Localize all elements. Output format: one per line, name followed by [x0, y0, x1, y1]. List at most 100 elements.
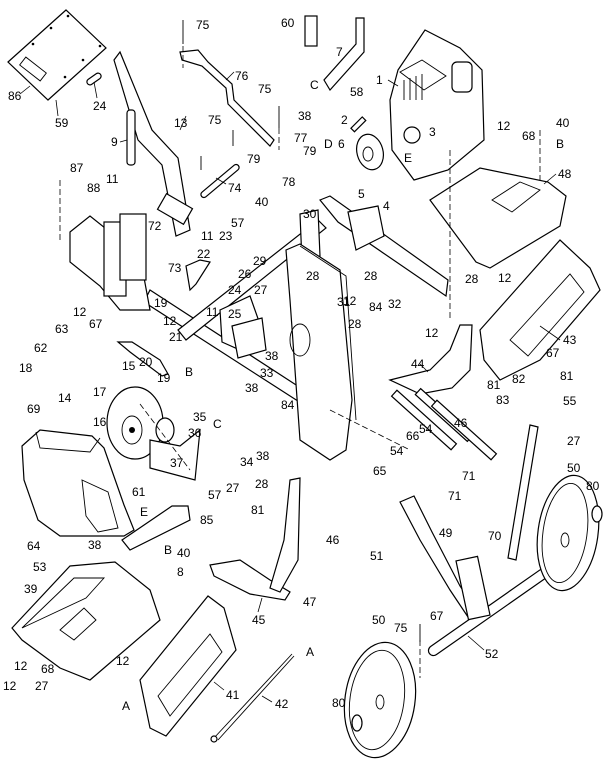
callout-41: 41 [226, 688, 240, 702]
callout-42: 42 [275, 697, 289, 711]
callout-33: 33 [260, 366, 274, 380]
part-52-axle [399, 495, 554, 657]
part-43-side-shield [479, 239, 601, 381]
callout-22: 22 [197, 247, 211, 261]
callout-12d: 12 [425, 326, 439, 340]
callout-8: 8 [177, 565, 184, 579]
callout-15: 15 [122, 359, 136, 373]
callout-31: 31 [337, 295, 351, 309]
callout-71a: 71 [462, 469, 476, 483]
callout-11c: 11 [206, 305, 219, 319]
callout-labels: 1 2 3 4 5 6 7 8 9 11 11 11 12 12 12 12 1… [3, 16, 600, 711]
part-59-plate [7, 9, 107, 101]
callout-24b: 24 [228, 283, 242, 297]
callout-87: 87 [70, 161, 84, 175]
part-22-bracket [185, 259, 211, 292]
transmission-bracket [69, 213, 151, 311]
callout-40c: 40 [177, 546, 191, 560]
callout-20: 20 [139, 355, 153, 369]
callout-80b: 80 [586, 479, 600, 493]
callout-68b: 68 [41, 662, 55, 676]
callout-75c: 75 [208, 113, 222, 127]
callout-63: 63 [55, 322, 69, 336]
callout-86: 86 [8, 89, 22, 103]
callout-57b: 57 [208, 488, 222, 502]
part-45-tine [209, 477, 301, 601]
callout-83: 83 [496, 393, 510, 407]
callout-81a: 81 [251, 503, 265, 517]
part-85-bracket [121, 505, 191, 551]
part-42-rod [210, 653, 295, 743]
callout-38e: 38 [88, 538, 102, 552]
ref-E2: E [140, 505, 148, 519]
callout-51: 51 [370, 549, 384, 563]
callout-54b: 54 [390, 444, 404, 458]
callout-30: 30 [303, 207, 317, 221]
callout-39: 39 [24, 582, 38, 596]
callout-58: 58 [350, 85, 364, 99]
callout-21: 21 [169, 330, 183, 344]
ref-B3: B [164, 543, 172, 557]
part-39-rear-hood [11, 561, 161, 681]
callout-49: 49 [439, 526, 453, 540]
part-64-belt-cover [21, 429, 135, 537]
callout-54a: 54 [419, 422, 433, 436]
callout-14: 14 [58, 391, 72, 405]
callout-67b: 67 [546, 346, 560, 360]
callout-19b: 19 [157, 371, 171, 385]
callout-27a: 27 [254, 283, 268, 297]
ref-E1: E [404, 151, 412, 165]
depth-bars-54-66 [390, 387, 498, 461]
callout-24a: 24 [93, 99, 107, 113]
callout-73: 73 [168, 261, 182, 275]
callout-12i: 12 [3, 679, 17, 693]
callout-6: 6 [338, 137, 345, 151]
callout-11a: 11 [106, 172, 119, 186]
callout-38b: 38 [265, 349, 279, 363]
clutch-plates-25 [219, 295, 267, 359]
callout-37: 37 [170, 456, 184, 470]
callout-61: 61 [132, 485, 146, 499]
callout-40a: 40 [556, 116, 570, 130]
callout-12g: 12 [14, 659, 28, 673]
callout-50a: 50 [372, 613, 386, 627]
callout-64: 64 [27, 539, 41, 553]
part-1-engine [389, 29, 485, 181]
ref-C1: C [310, 78, 319, 92]
callout-68a: 68 [522, 129, 536, 143]
callout-79a: 79 [247, 152, 261, 166]
callout-75d: 75 [394, 621, 408, 635]
part-7-bracket [323, 17, 365, 92]
callout-12f: 12 [498, 271, 512, 285]
hub-caps-80 [351, 505, 603, 732]
callout-16: 16 [93, 415, 107, 429]
callout-74: 74 [228, 181, 242, 195]
assembly-dashed-lines [59, 46, 541, 678]
part-24-pin [86, 72, 102, 86]
callout-69: 69 [27, 402, 41, 416]
callout-11b: 11 [201, 229, 214, 243]
callout-38d: 38 [256, 449, 270, 463]
part-13-handle-bar [113, 50, 194, 237]
callout-88: 88 [87, 181, 101, 195]
callout-38c: 38 [245, 381, 259, 395]
callout-80a: 80 [332, 696, 346, 710]
callout-26: 26 [238, 267, 252, 281]
callout-12c: 12 [343, 294, 357, 308]
callout-17: 17 [93, 385, 107, 399]
callout-5: 5 [358, 187, 365, 201]
callout-12a: 12 [73, 305, 87, 319]
pins-75 [182, 20, 421, 642]
callout-32: 32 [388, 297, 402, 311]
callout-52: 52 [485, 647, 499, 661]
callout-28b: 28 [364, 269, 378, 283]
depth-stake [507, 424, 539, 561]
callout-1: 1 [376, 73, 383, 87]
callout-28d: 28 [465, 272, 479, 286]
callout-76: 76 [235, 69, 249, 83]
leader-lines [19, 71, 561, 703]
callout-3: 3 [429, 125, 436, 139]
callout-55: 55 [563, 394, 577, 408]
callout-44: 44 [411, 357, 425, 371]
callout-29: 29 [253, 254, 267, 268]
